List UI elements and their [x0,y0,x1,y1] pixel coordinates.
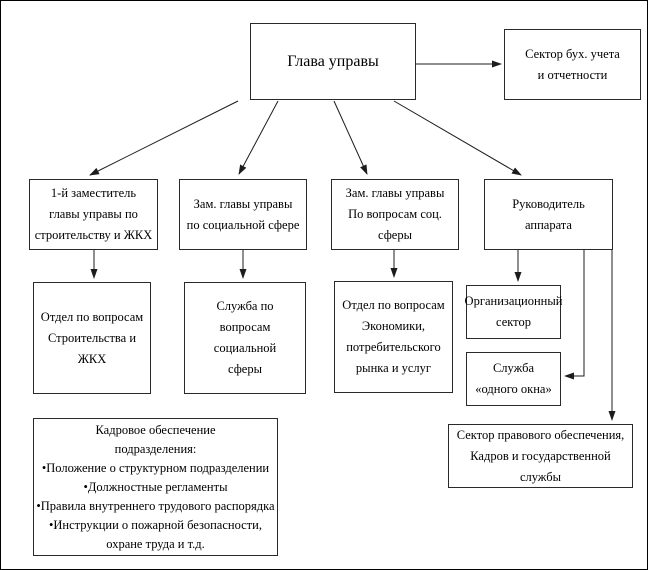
node-otdel-ekonomiki-label: Отдел по вопросам Экономики, потребитель… [342,298,445,375]
node-sluzhba-odnogo-okna: Служба «одного окна» [466,352,561,406]
node-sektor-buh-ucheta: Сектор бух. учета и отчетности [504,29,641,100]
node-sektor-pravovogo-obespecheniya: Сектор правового обеспечения, Кадров и г… [448,424,633,488]
node-otdel-ekonomiki: Отдел по вопросам Экономики, потребитель… [334,281,453,393]
node-sluzhba-socialnoy-sfery-label: Служба по вопросам социальной сферы [213,299,277,376]
node-organizacionny-sektor: Организационный сектор [465,285,562,339]
node-kadrovoe-obespechenie-label: Кадровое обеспечение подразделения: •Пол… [36,422,275,551]
node-zam-stroitelstvo-zhkh: 1-й заместитель главы управы по строител… [29,179,158,250]
node-sektor-buh-ucheta-label: Сектор бух. учета и отчетности [525,46,620,82]
node-glava-upravy-label: Глава управы [287,52,379,70]
node-kadrovoe-obespechenie: Кадровое обеспечение подразделения: •Пол… [33,418,278,556]
node-otdel-stroitelstva-zhkh: Отдел по вопросам Строительства и ЖКХ [33,282,151,394]
edge-glava-to-zam-voprosy [333,100,368,175]
node-organizacionny-sektor-label: Организационный сектор [464,294,563,329]
node-zam-voprosy-soc-sfery: Зам. главы управы По вопросам соц. сферы [331,179,459,250]
edge-rukovoditel-to-sluzhba-okna [564,250,585,380]
node-zam-stroitelstvo-zhkh-label: 1-й заместитель главы управы по строител… [34,186,153,242]
node-zam-voprosy-soc-sfery-label: Зам. главы управы По вопросам соц. сферы [345,186,445,242]
node-sluzhba-odnogo-okna-label: Служба «одного окна» [475,361,552,396]
node-glava-upravy: Глава управы [250,23,416,100]
node-zam-socialnaya-sfera-label: Зам. главы управы по социальной сфере [186,196,300,232]
node-otdel-stroitelstva-zhkh-label: Отдел по вопросам Строительства и ЖКХ [40,309,144,366]
node-zam-socialnaya-sfera: Зам. главы управы по социальной сфере [179,179,307,250]
node-sluzhba-socialnoy-sfery: Служба по вопросам социальной сферы [184,282,306,394]
edge-glava-to-zam-stroy [89,100,239,176]
edge-glava-to-rukovoditel [393,100,522,176]
node-rukovoditel-apparata: Руководитель аппарата [484,179,613,250]
node-rukovoditel-apparata-label: Руководитель аппарата [512,196,585,232]
node-sektor-pravovogo-obespecheniya-label: Сектор правового обеспечения, Кадров и г… [456,427,625,484]
edge-glava-to-zam-soc [238,100,279,175]
